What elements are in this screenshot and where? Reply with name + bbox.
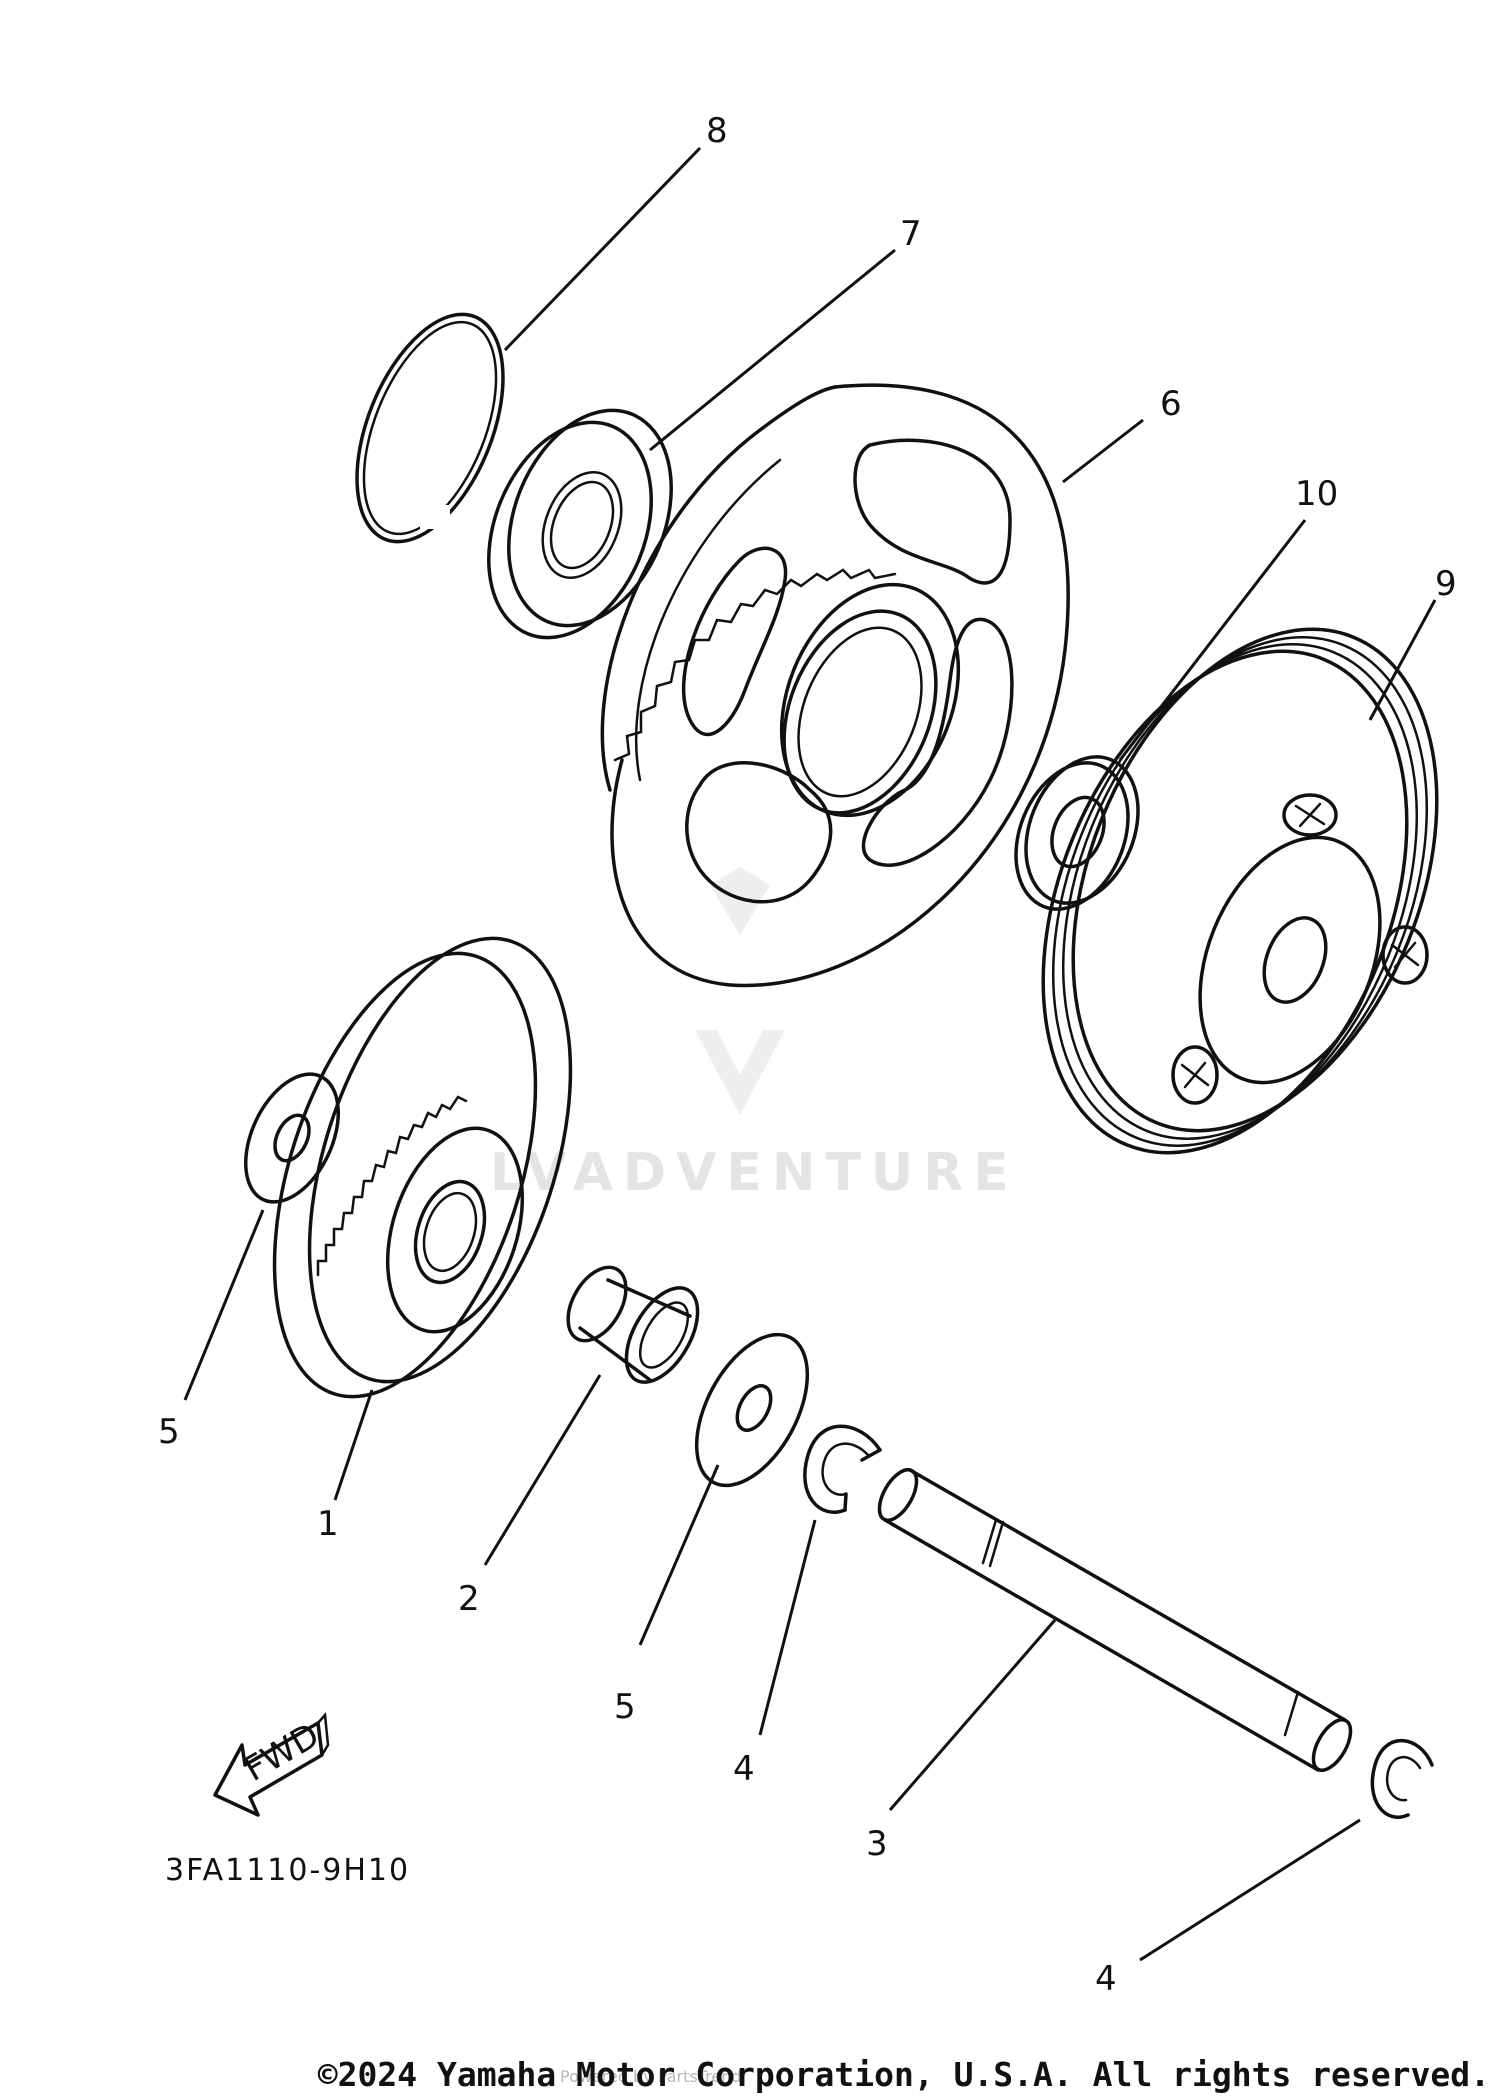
fwd-arrow-icon [213, 1712, 330, 1817]
watermark-overlay: Powered by PartsTrend [560, 2067, 742, 2086]
watermark-brand: LVADVENTURE [490, 1143, 1019, 1203]
part-5-washer-center[interactable] [674, 1316, 830, 1503]
callout-4-lower: 4 [1095, 1959, 1117, 1999]
watermark-logo [695, 867, 785, 1115]
part-9-clutch-assembly[interactable] [974, 575, 1500, 1206]
callout-2: 2 [458, 1579, 480, 1619]
callout-10: 10 [1295, 474, 1338, 514]
copyright-notice: ©2024 Yamaha Motor Corporation, U.S.A. A… [317, 2055, 1490, 2094]
callout-4-upper: 4 [733, 1749, 755, 1789]
part-1-idler-gear[interactable] [225, 906, 621, 1430]
callout-5-left: 5 [158, 1412, 180, 1452]
part-2-bushing[interactable] [556, 1257, 712, 1394]
callout-9: 9 [1435, 564, 1457, 604]
part-4-circlip-upper[interactable] [803, 1424, 882, 1514]
diagram-code: 3FA1110-9H10 [165, 1853, 410, 1888]
screw-icon [1282, 793, 1338, 837]
part-5-washer-left[interactable] [227, 1059, 357, 1216]
leader-lines [183, 146, 1437, 1962]
part-4-circlip-lower[interactable] [1370, 1738, 1434, 1819]
part-6-starter-wheel-gear[interactable] [600, 383, 1070, 988]
callout-1: 1 [317, 1504, 339, 1544]
screw-icon [1381, 925, 1429, 985]
part-8-circlip[interactable] [328, 294, 533, 563]
callout-3: 3 [866, 1824, 888, 1864]
callout-6: 6 [1160, 384, 1182, 424]
callout-8: 8 [706, 111, 728, 151]
callout-5-center: 5 [614, 1687, 636, 1727]
part-3-shaft[interactable] [872, 1464, 1358, 1776]
part-10-washer[interactable] [995, 740, 1158, 926]
callout-7: 7 [900, 214, 922, 254]
screw-icon [1171, 1045, 1219, 1105]
